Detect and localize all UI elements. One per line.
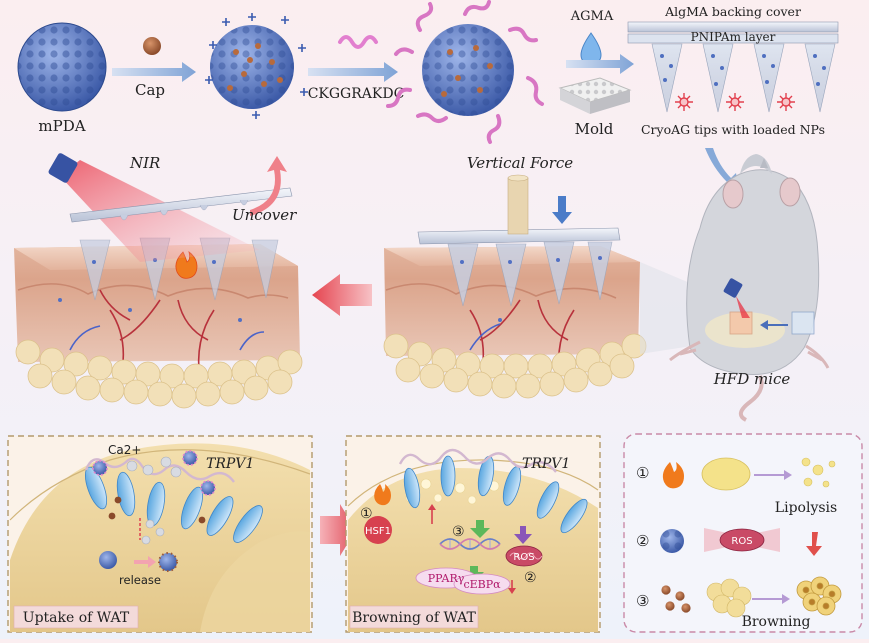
np-synthesis-row: mPDA Cap CKGGRAKDC — [17, 0, 839, 191]
tips-label: CryoAG tips with loaded NPs — [641, 122, 825, 137]
num2-p2: ② — [524, 570, 537, 586]
flame-icon-3 — [662, 462, 684, 489]
microneedle-patch — [627, 21, 839, 113]
agma-label: AGMA — [570, 9, 614, 24]
mold-label: Mold — [575, 120, 614, 138]
ca-ions — [126, 456, 182, 545]
lipid-droplet — [701, 457, 751, 491]
ros-label-3: ROS — [731, 536, 752, 547]
num2-p3: ② — [636, 532, 649, 550]
num1-p2: ① — [360, 506, 373, 522]
trpv1-channels — [84, 457, 263, 543]
num1-p3: ① — [636, 464, 649, 482]
cap-particle — [143, 37, 161, 55]
peptide-nanoparticle — [386, 0, 544, 144]
panel-effects: ① Lipolysis ② ROS ③ Browning — [623, 433, 863, 633]
lipolysis-label: Lipolysis — [775, 500, 837, 516]
lipid-fragments — [801, 457, 836, 488]
ca-label: Ca2+ — [108, 443, 141, 457]
trpv1-label-1: TRPV1 — [206, 456, 254, 472]
mitochondria-ros-2 — [719, 528, 765, 552]
release-label: release — [119, 573, 161, 587]
backing-label: AlgMA backing cover — [664, 4, 801, 19]
peptide-label: CKGGRAKDC — [308, 86, 405, 102]
force-arrow — [552, 196, 572, 224]
ros-label-2: ROS — [513, 552, 534, 563]
uptake-nanoparticles — [92, 450, 216, 572]
peptide-squiggle — [338, 35, 378, 49]
application-row: NIR Uncover — [14, 153, 830, 422]
white-fat-cluster — [706, 578, 752, 618]
flame-icon — [175, 251, 198, 279]
panel-browning-mechanism: HSF1 ROS PPARγ cEBPα ① ③ ② TRPV1 Brownin… — [345, 435, 601, 633]
uncover-arrow — [250, 156, 287, 216]
hsf1-label: HSF1 — [365, 526, 391, 537]
ppar-label: PPARγ — [428, 572, 465, 585]
arrow-to-patch — [566, 54, 634, 74]
force-label: Vertical Force — [467, 154, 573, 172]
trpv1-label-2: TRPV1 — [522, 456, 570, 472]
capped-nanoparticle — [205, 13, 308, 119]
mpda-label: mPDA — [38, 117, 85, 135]
mice-label: HFD mice — [713, 370, 791, 388]
panel1-title: Uptake of WAT — [23, 610, 130, 626]
mpda-nanoparticle — [17, 22, 107, 112]
pnipam-label: PNIPAm layer — [691, 30, 776, 44]
skin-block-left — [14, 237, 303, 409]
cap-label: Cap — [135, 81, 165, 99]
mold-block — [558, 77, 632, 114]
num3-p2: ③ — [452, 524, 465, 540]
nir-label: NIR — [129, 154, 160, 172]
uncover-plate — [69, 187, 293, 223]
cap-particles — [661, 585, 691, 613]
cebp-label: cEBPα — [463, 578, 501, 591]
mouse-laser-icon — [723, 278, 750, 318]
browning-label: Browning — [742, 614, 811, 630]
flame-icon-2 — [374, 484, 391, 506]
arrow-apply-to-nir — [312, 274, 372, 316]
panel-uptake: Ca2+ TRPV1 release Uptake of WAT — [7, 435, 313, 633]
arrow-cap — [112, 62, 196, 82]
dna-helix — [439, 538, 501, 550]
num3-p3: ③ — [636, 592, 649, 610]
skin-block-right — [383, 174, 647, 399]
panel2-title: Browning of WAT — [352, 610, 476, 626]
mitochondria-ros — [505, 545, 543, 567]
mouse-illustration — [669, 154, 830, 422]
uncover-label: Uncover — [232, 206, 297, 224]
brown-fat-cluster — [796, 576, 842, 616]
arrow-peptide — [308, 62, 398, 82]
